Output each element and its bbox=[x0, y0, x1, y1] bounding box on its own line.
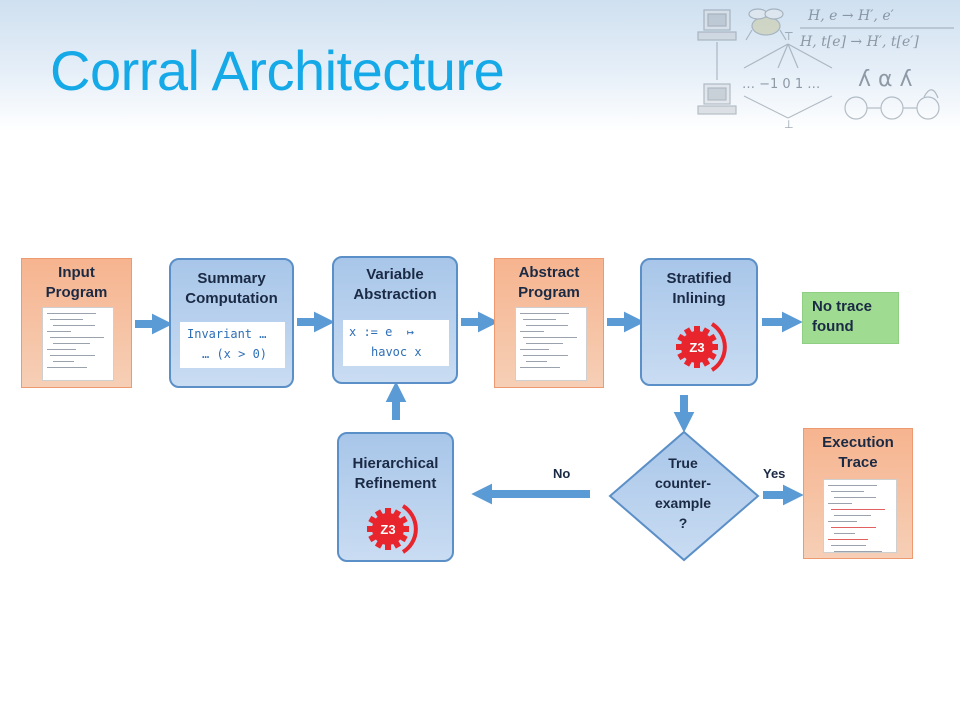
variable-abstraction-box: Variable Abstraction x := e ↦ havoc x bbox=[332, 256, 458, 384]
code-listing bbox=[515, 307, 587, 381]
stratified-inlining-label: Stratified Inlining bbox=[666, 270, 732, 307]
code-line bbox=[831, 527, 876, 528]
header-decoration: H, e → H′, e′ H, t[e] → H′, t[e′] ⊤ … −1… bbox=[697, 8, 954, 131]
execution-trace-label: Execution Trace bbox=[822, 434, 894, 471]
formula-2: H, t[e] → H′, t[e′] bbox=[799, 34, 919, 50]
code-line bbox=[828, 503, 852, 504]
code-line bbox=[520, 313, 569, 314]
havoc-snippet: x := e ↦ havoc x bbox=[343, 320, 449, 366]
code-line bbox=[47, 349, 76, 350]
svg-text:Z3: Z3 bbox=[380, 522, 395, 537]
gear-tooth bbox=[694, 326, 700, 334]
variable-abstraction-label: Variable Abstraction bbox=[353, 266, 437, 303]
code-line bbox=[47, 331, 71, 332]
code-line bbox=[520, 349, 549, 350]
code-listing bbox=[42, 307, 114, 381]
abstract-program-box: Abstract Program bbox=[494, 258, 604, 388]
formula-1: H, e → H′, e′ bbox=[807, 8, 895, 24]
code-line bbox=[47, 367, 87, 368]
computer-icon bbox=[697, 9, 737, 41]
code-line bbox=[834, 533, 855, 534]
gear-tooth bbox=[694, 360, 700, 368]
code-line bbox=[523, 319, 556, 320]
execution-trace-box: Execution Trace bbox=[803, 428, 913, 559]
code-line bbox=[526, 325, 568, 326]
svg-text:Z3: Z3 bbox=[689, 340, 704, 355]
code-line bbox=[828, 485, 877, 486]
code-line bbox=[828, 521, 857, 522]
hierarchical-refinement-box: Hierarchical Refinement Z3 bbox=[337, 432, 454, 562]
code-line bbox=[526, 361, 547, 362]
header-band bbox=[0, 0, 960, 132]
code-line bbox=[520, 367, 560, 368]
slide-title: Corral Architecture bbox=[50, 39, 505, 102]
summary-computation-label: Summary Computation bbox=[185, 270, 278, 307]
input-program-box: Input Program bbox=[21, 258, 132, 388]
code-line bbox=[831, 545, 866, 546]
code-line bbox=[828, 539, 868, 540]
abstract-program-label: Abstract Program bbox=[518, 264, 580, 301]
code-line bbox=[834, 551, 882, 552]
gear-tooth bbox=[385, 508, 391, 516]
computer-icon bbox=[697, 83, 737, 115]
bee-icon bbox=[745, 8, 787, 41]
code-line bbox=[831, 491, 864, 492]
code-line bbox=[523, 337, 577, 338]
code-line bbox=[523, 355, 568, 356]
decision-diamond bbox=[608, 430, 760, 562]
trace-listing bbox=[823, 479, 897, 553]
decision-label: True counter- example ? bbox=[654, 455, 712, 531]
code-line bbox=[53, 361, 74, 362]
greek-symbols: ʎ α ʎ bbox=[858, 67, 913, 92]
bottom-symbol: ⊥ bbox=[784, 118, 794, 131]
code-line bbox=[831, 509, 885, 510]
code-line bbox=[53, 325, 95, 326]
no-trace-found-box: No trace found bbox=[802, 292, 899, 344]
z3-gear-icon: Z3 bbox=[676, 322, 727, 372]
z3-gear-icon: Z3 bbox=[367, 504, 418, 554]
code-line bbox=[50, 355, 95, 356]
code-line bbox=[53, 343, 90, 344]
code-line bbox=[834, 497, 876, 498]
gear-tooth bbox=[385, 542, 391, 550]
top-symbol: ⊤ bbox=[784, 30, 794, 43]
code-line bbox=[47, 313, 96, 314]
edge-label-no: No bbox=[553, 466, 571, 481]
stratified-inlining-box: Stratified Inlining Z3 bbox=[640, 258, 758, 386]
edge-label-yes: Yes bbox=[763, 466, 786, 481]
summary-computation-box: Summary Computation Invariant … … (x > 0… bbox=[169, 258, 294, 388]
input-program-label: Input Program bbox=[45, 264, 108, 301]
code-line bbox=[526, 343, 563, 344]
number-line: … −1 0 1 … bbox=[742, 77, 820, 92]
code-line bbox=[50, 337, 104, 338]
invariant-snippet: Invariant … … (x > 0) bbox=[180, 322, 285, 368]
hierarchical-refinement-label: Hierarchical Refinement bbox=[352, 455, 439, 492]
code-line bbox=[50, 319, 83, 320]
code-line bbox=[834, 515, 871, 516]
code-line bbox=[520, 331, 544, 332]
